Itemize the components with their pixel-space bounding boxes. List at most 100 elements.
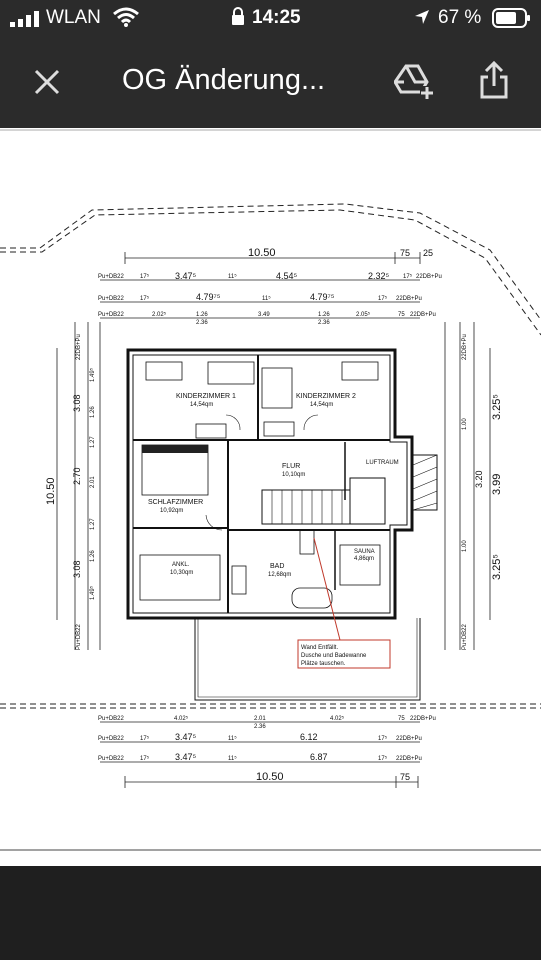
dim-right-c1-2: 3.25⁵	[491, 554, 503, 580]
dim-bot-r2-1: 17⁵	[140, 735, 150, 742]
dim-top-r2-4: 4.79⁷⁵	[310, 292, 335, 302]
dim-top-overall: 10.50	[248, 247, 276, 259]
dimension-lines-top	[100, 252, 421, 319]
dim-bot-r2-4: 6.12	[300, 732, 318, 742]
room-kinderzimmer-1: KINDERZIMMER 1	[176, 393, 236, 400]
dim-top-r1-1: 17⁵	[140, 273, 150, 280]
dim-top-r3-3: 3.49	[258, 312, 270, 318]
dim-bot-r3-5: 17⁵	[378, 755, 388, 762]
dim-left-c1-1: 2.70	[72, 467, 82, 485]
document-title: OG Änderung...	[122, 64, 326, 96]
dim-bot-r3-3: 11⁵	[228, 755, 237, 762]
dim-left-c1-0: 3.08	[72, 394, 82, 412]
dimension-lines-left	[56, 322, 101, 650]
dim-top-r2-0: Pu+DB22	[98, 296, 125, 302]
dim-left-label-bottom: Pu+DB22	[76, 623, 82, 650]
wifi-icon	[113, 7, 139, 27]
battery-percent: 67 %	[438, 7, 482, 28]
dim-top-r1-6: 17⁵	[403, 273, 413, 280]
dim-top-r3-sub-0: 2.36	[196, 320, 208, 326]
dimension-lines-bottom	[100, 721, 420, 788]
dim-bot-r1-2: 2.01	[254, 716, 266, 722]
dim-top-r2-3: 11⁵	[262, 295, 271, 302]
dim-left-c3-2: 1.27	[90, 518, 96, 530]
dim-left-c2-1: 2.01	[90, 476, 96, 488]
dim-top-overall-c: 25	[423, 248, 433, 258]
share-icon[interactable]	[479, 60, 509, 100]
lock-icon	[232, 7, 244, 25]
building-walls	[126, 348, 438, 701]
change-annotation	[297, 537, 391, 669]
room-bad: BAD	[270, 563, 284, 570]
dim-top-r1-2: 3.47⁵	[175, 271, 197, 281]
dim-right-c1-0: 3.25⁵	[491, 394, 503, 420]
dim-right-c2-0: 3.20	[474, 470, 484, 488]
dim-top-r3-4: 1.26	[318, 312, 330, 318]
add-to-drive-icon[interactable]	[394, 64, 434, 100]
battery-icon	[492, 8, 530, 28]
dim-top-r2-6: 22DB+Pu	[396, 296, 422, 302]
dim-right-c1-1: 3.99	[491, 474, 503, 495]
room-schlafzimmer: SCHLAFZIMMER	[148, 499, 203, 506]
dim-bot-r1-sub: 2.36	[254, 724, 266, 730]
dim-bot-r3-6: 22DB+Pu	[396, 756, 422, 762]
dim-left-overall: 10.50	[45, 477, 57, 505]
dim-bot-r2-5: 17⁵	[378, 735, 388, 742]
dim-bot-r1-4: 75	[398, 716, 405, 722]
time-label: 14:25	[252, 7, 301, 28]
room-ankl: ANKL.	[172, 562, 190, 568]
dim-bot-r1-5: 22DB+Pu	[410, 716, 436, 722]
dim-top-r3-sub-1: 2.36	[318, 320, 330, 326]
document-viewer[interactable]: 10.50 75 25 Pu+DB22 17⁵ 3.47⁵ 11⁵ 4.54⁵ …	[0, 128, 541, 866]
dim-top-r3-1: 2.02⁵	[152, 311, 167, 318]
dim-top-r1-4: 4.54⁵	[276, 271, 298, 281]
dim-bot-r3-0: Pu+DB22	[98, 756, 125, 762]
dim-left-c3-0: 1.49⁵	[89, 367, 96, 382]
dim-right-label-top: 22DB+Pu	[462, 334, 468, 360]
viewer-toolbar: OG Änderung...	[0, 36, 541, 128]
dim-left-c1-2: 3.08	[72, 560, 82, 578]
annotation-line-3: Plätze tauschen.	[301, 661, 346, 667]
dim-top-r1-3: 11⁵	[228, 273, 237, 280]
dim-top-overall-b: 75	[400, 248, 410, 258]
status-bar: WLAN 14:25 67 %	[0, 0, 541, 36]
dim-left-c3-3: 1.49⁵	[89, 585, 96, 600]
dim-top-r3-5: 2.05⁵	[356, 311, 371, 318]
dim-bot-overall: 10.50	[256, 771, 284, 783]
room-kinderzimmer-2-area: 14,54qm	[310, 402, 333, 408]
dim-top-r3-7: 22DB+Pu	[410, 312, 436, 318]
dimension-lines-right	[444, 322, 491, 650]
dim-top-r3-0: Pu+DB22	[98, 312, 125, 318]
dim-bot-r3-2: 3.47⁵	[175, 752, 197, 762]
dim-bot-r2-0: Pu+DB22	[98, 736, 125, 742]
room-flur: FLUR	[282, 463, 300, 470]
annotation-line-1: Wand Entfällt.	[301, 645, 338, 651]
dim-top-r3-2: 1.26	[196, 312, 208, 318]
dim-right-c3-0: 1.00	[462, 418, 468, 430]
dim-bot-r3-1: 17⁵	[140, 755, 150, 762]
room-sauna: SAUNA	[354, 549, 375, 555]
room-bad-area: 12,68qm	[268, 572, 291, 578]
room-schlafzimmer-area: 10,92qm	[160, 508, 183, 514]
dim-top-r2-1: 17⁵	[140, 295, 150, 302]
dim-bot-overall-b: 75	[400, 772, 410, 782]
dim-left-c2-2: 1.26	[90, 550, 96, 562]
room-kinderzimmer-1-area: 14,54qm	[190, 402, 213, 408]
viewer-bottom-bar	[0, 866, 541, 960]
annotation-line-2: Dusche und Badewanne	[301, 653, 367, 659]
dim-bot-r3-4: 6.87	[310, 752, 328, 762]
dim-bot-r1-3: 4.02⁵	[330, 715, 345, 722]
dim-bot-r1-1: 4.02⁵	[174, 715, 189, 722]
dim-right-label-bottom: Pu+DB22	[462, 623, 468, 650]
dim-bot-r1-0: Pu+DB22	[98, 716, 125, 722]
dim-top-r2-5: 17⁵	[378, 295, 388, 302]
close-icon[interactable]	[34, 69, 60, 95]
dim-top-r1-5: 2.32⁵	[368, 271, 390, 281]
property-boundary	[0, 203, 541, 709]
dim-bot-r2-6: 22DB+Pu	[396, 736, 422, 742]
room-kinderzimmer-2: KINDERZIMMER 2	[296, 393, 356, 400]
dim-left-label-top: 22DB+Pu	[76, 334, 82, 360]
dim-left-c2-0: 1.26	[90, 406, 96, 418]
carrier-label: WLAN	[46, 7, 101, 28]
signal-bars-icon	[10, 11, 39, 27]
